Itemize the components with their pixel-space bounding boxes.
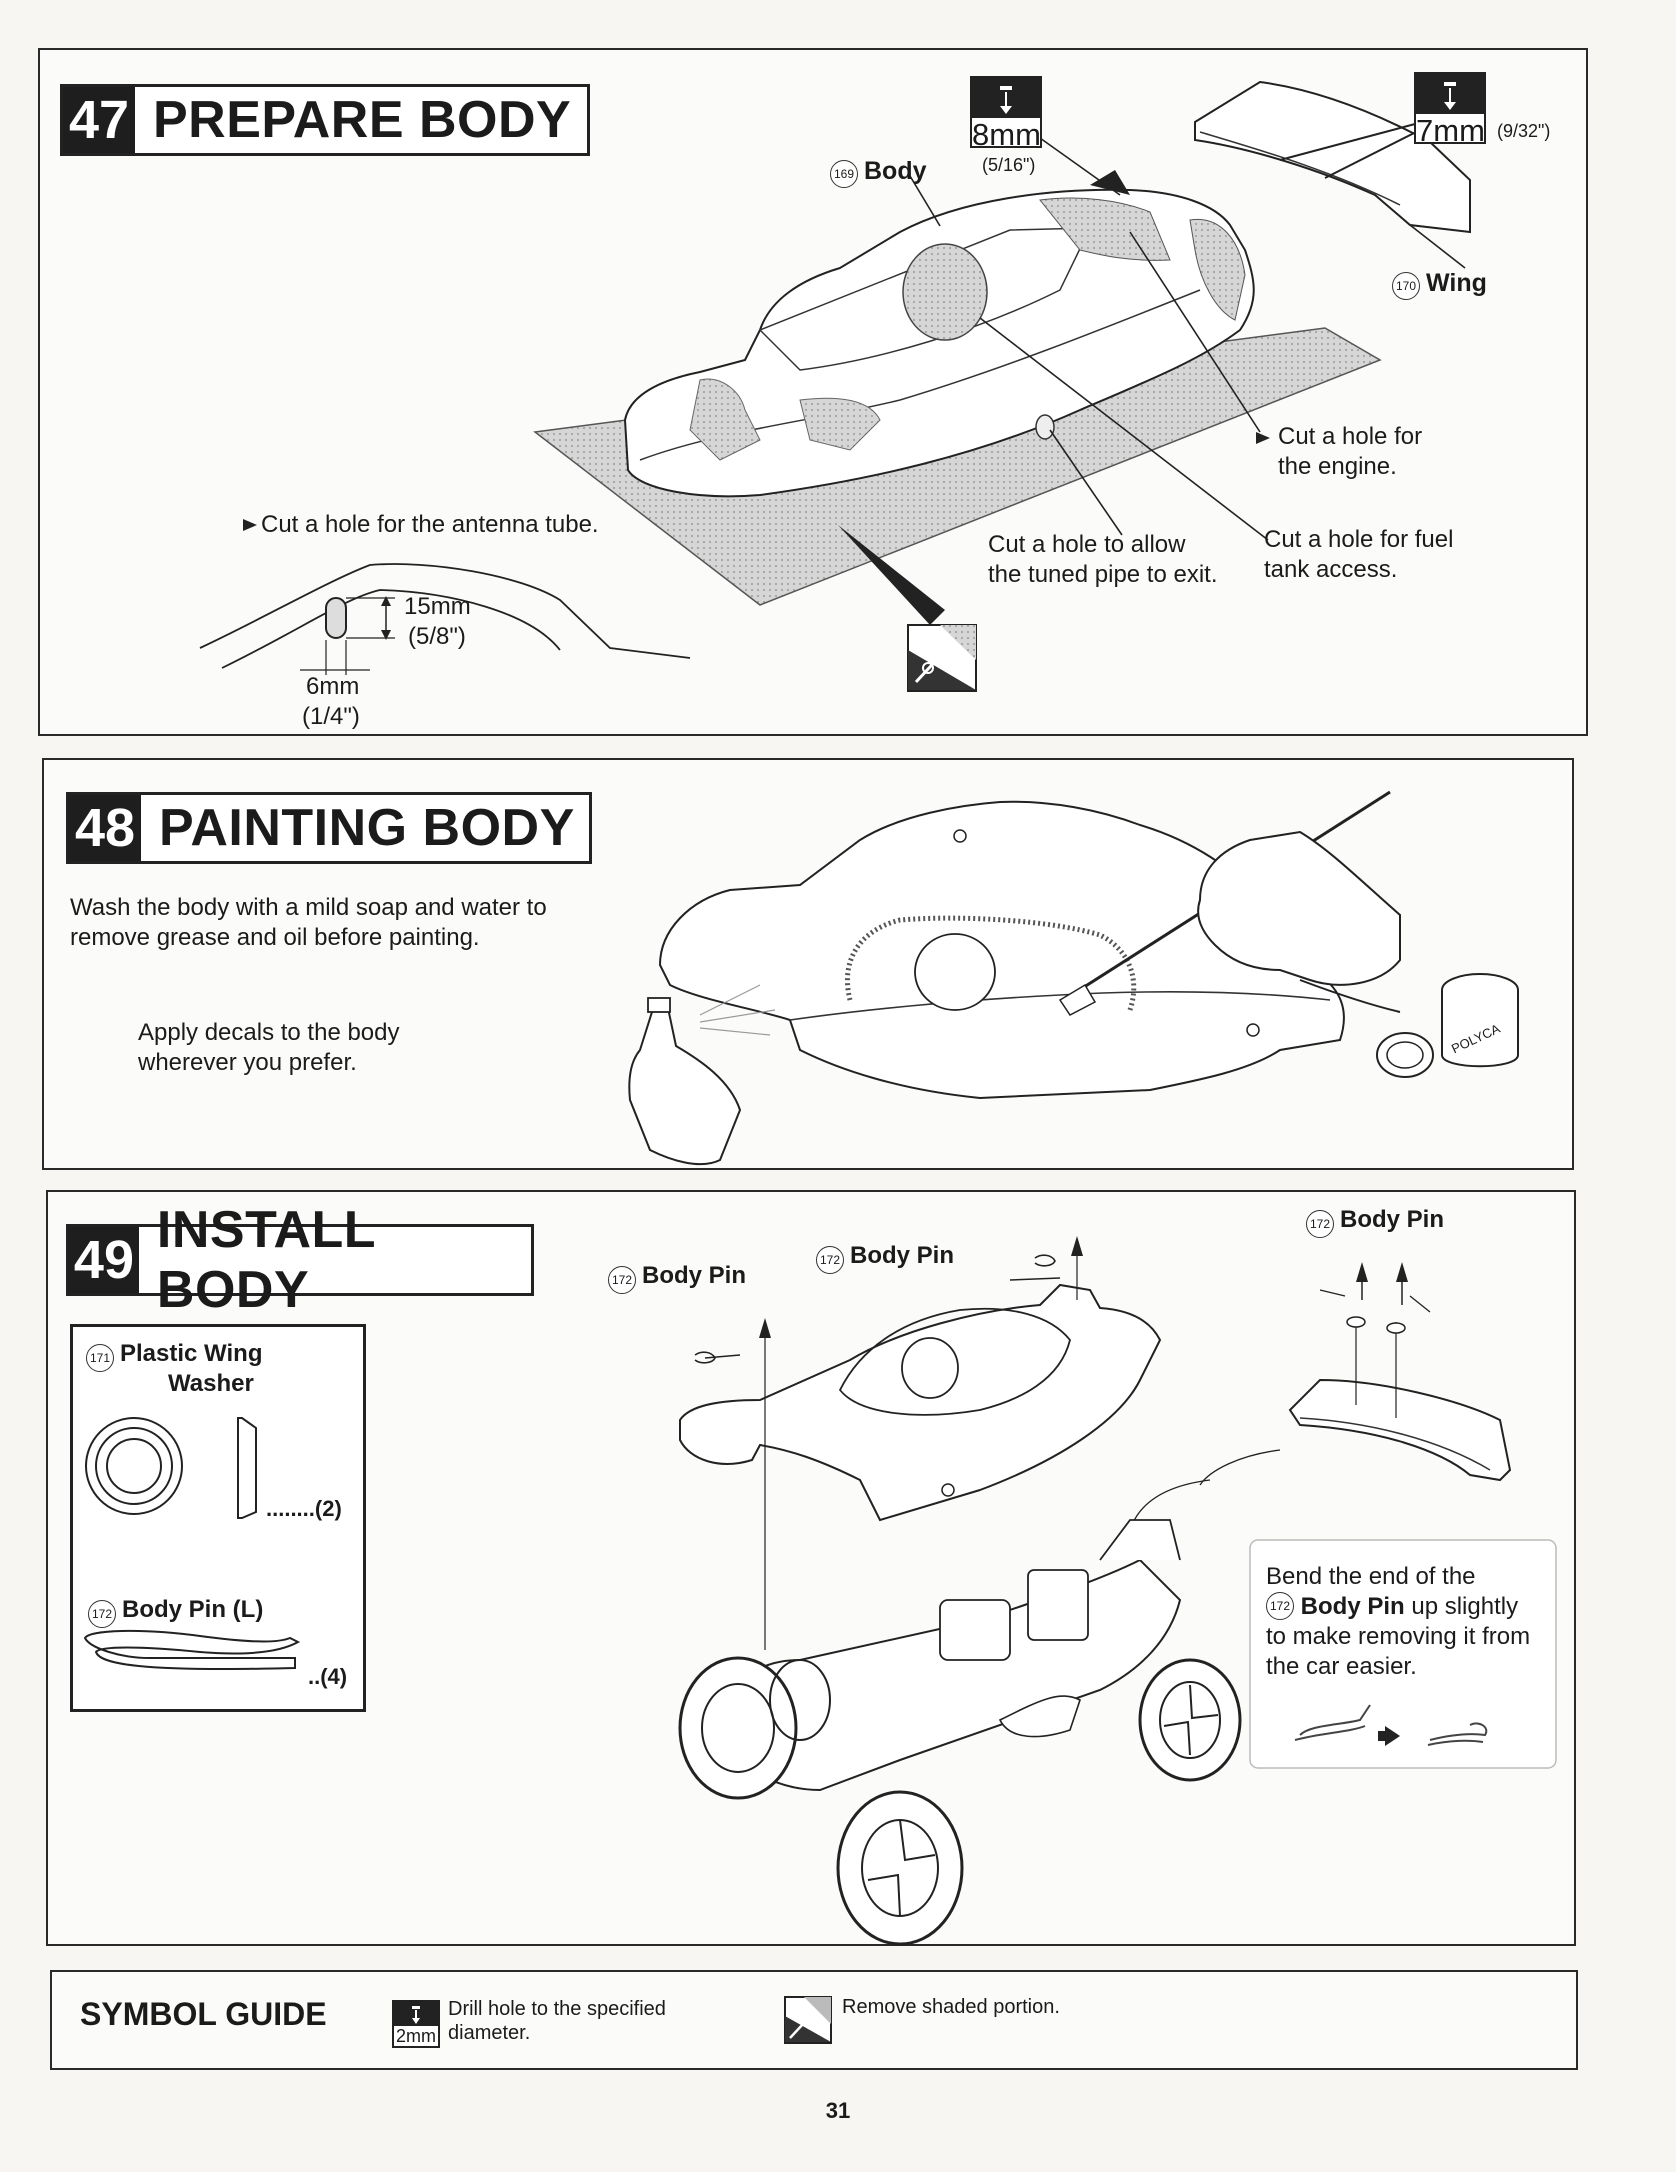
- fuel-note-line2: tank access.: [1264, 556, 1398, 583]
- step-number: 48: [69, 795, 141, 861]
- pin-label-2: Body Pin: [850, 1242, 955, 1269]
- decal-note-line1: Apply decals to the body: [138, 1019, 400, 1046]
- remove-shaded-desc: Remove shaded portion.: [842, 1996, 1060, 2018]
- part-num-172: 172: [88, 1600, 116, 1628]
- drill-sample-size: 2mm: [396, 2026, 436, 2046]
- drill-size-7mm: 7mm: [1416, 113, 1485, 148]
- painting-illustration: [628, 790, 1519, 1166]
- pipe-note-line2: the tuned pipe to exit.: [988, 561, 1218, 588]
- dim-height-mm: 15mm: [404, 593, 471, 620]
- drill-desc-line1: Drill hole to the specified: [448, 1998, 666, 2020]
- drill-8mm-inch: (5/16"): [982, 155, 1036, 175]
- drill-8mm-symbol: 8mm: [970, 76, 1042, 152]
- symbol-guide-title: SYMBOL GUIDE: [80, 1996, 327, 2032]
- decal-note-line2: wherever you prefer.: [138, 1049, 357, 1076]
- antenna-note: Cut a hole for the antenna tube.: [261, 511, 599, 538]
- dim-width-mm: 6mm: [306, 673, 360, 700]
- body-pin-l-label: Body Pin (L): [122, 1596, 264, 1623]
- tip-line4: the car easier.: [1266, 1653, 1417, 1680]
- wash-note-line1: Wash the body with a mild soap and water…: [70, 894, 547, 921]
- body-pin-icon: [83, 1629, 301, 1671]
- dim-width-inch: (1/4"): [302, 703, 360, 730]
- drill-7mm-inch: (9/32"): [1497, 121, 1551, 141]
- step-title: PREPARE BODY: [153, 91, 572, 149]
- drill-7mm-symbol: 7mm: [1414, 72, 1486, 148]
- drill-size-8mm: 8mm: [972, 117, 1041, 152]
- wing-washer-icon: [85, 1417, 257, 1519]
- step-47-header: 47 PREPARE BODY: [60, 84, 590, 156]
- drill-symbol-sample: 2mm: [392, 2000, 440, 2048]
- tip-bold-label: Body Pin: [1300, 1593, 1405, 1620]
- step-number: 49: [69, 1227, 139, 1293]
- body-pin-qty: ..(4): [308, 1664, 348, 1689]
- tip-line2: 172 Body Pin up slightly: [1266, 1591, 1519, 1622]
- wing-washer-label-line1: Plastic Wing: [120, 1340, 263, 1367]
- wing-label: Wing: [1426, 269, 1487, 297]
- pin-label-num-2: 172: [816, 1246, 844, 1274]
- part-num-171: 171: [86, 1344, 114, 1372]
- pin-label-num-1: 172: [608, 1266, 636, 1294]
- step-48-header: 48 PAINTING BODY: [66, 792, 592, 864]
- part-num-169: 169: [830, 160, 858, 188]
- engine-note-line2: the engine.: [1278, 453, 1397, 480]
- tip-line1: Bend the end of the: [1266, 1563, 1476, 1590]
- wing-washer-qty: ........(2): [266, 1496, 342, 1521]
- page-number: 31: [825, 2098, 851, 2123]
- pin-label-3: Body Pin: [1340, 1206, 1445, 1233]
- step-title: PAINTING BODY: [159, 799, 575, 857]
- tip-part-num: 172: [1266, 1591, 1294, 1620]
- body-label: Body: [864, 157, 927, 185]
- install-body-illustration: [678, 1236, 1557, 1946]
- pin-label-1: Body Pin: [642, 1262, 747, 1289]
- drill-desc-line2: diameter.: [448, 2022, 531, 2044]
- tip-line3: to make removing it from: [1266, 1623, 1531, 1650]
- tip-rest: up slightly: [1411, 1593, 1519, 1620]
- pin-label-num-3: 172: [1306, 1210, 1334, 1238]
- body-cutting-illustration: [199, 80, 1471, 692]
- step-number: 47: [63, 87, 135, 153]
- engine-note-line1: Cut a hole for: [1278, 423, 1423, 450]
- wing-washer-label-line2: Washer: [168, 1370, 254, 1397]
- part-num-170: 170: [1392, 272, 1420, 300]
- wash-note-line2: remove grease and oil before painting.: [70, 924, 480, 951]
- fuel-note-line1: Cut a hole for fuel: [1264, 526, 1454, 553]
- pipe-note-line1: Cut a hole to allow: [988, 531, 1186, 558]
- dim-height-inch: (5/8"): [408, 623, 466, 650]
- remove-shaded-symbol: [784, 1996, 832, 2044]
